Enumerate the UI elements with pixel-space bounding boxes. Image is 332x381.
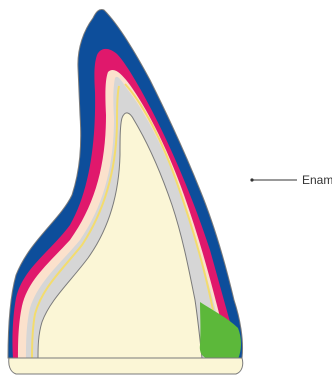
- enamel-leader-dot: [250, 178, 253, 181]
- enamel-label: Enamel: [302, 172, 332, 188]
- base-outline: [9, 358, 243, 374]
